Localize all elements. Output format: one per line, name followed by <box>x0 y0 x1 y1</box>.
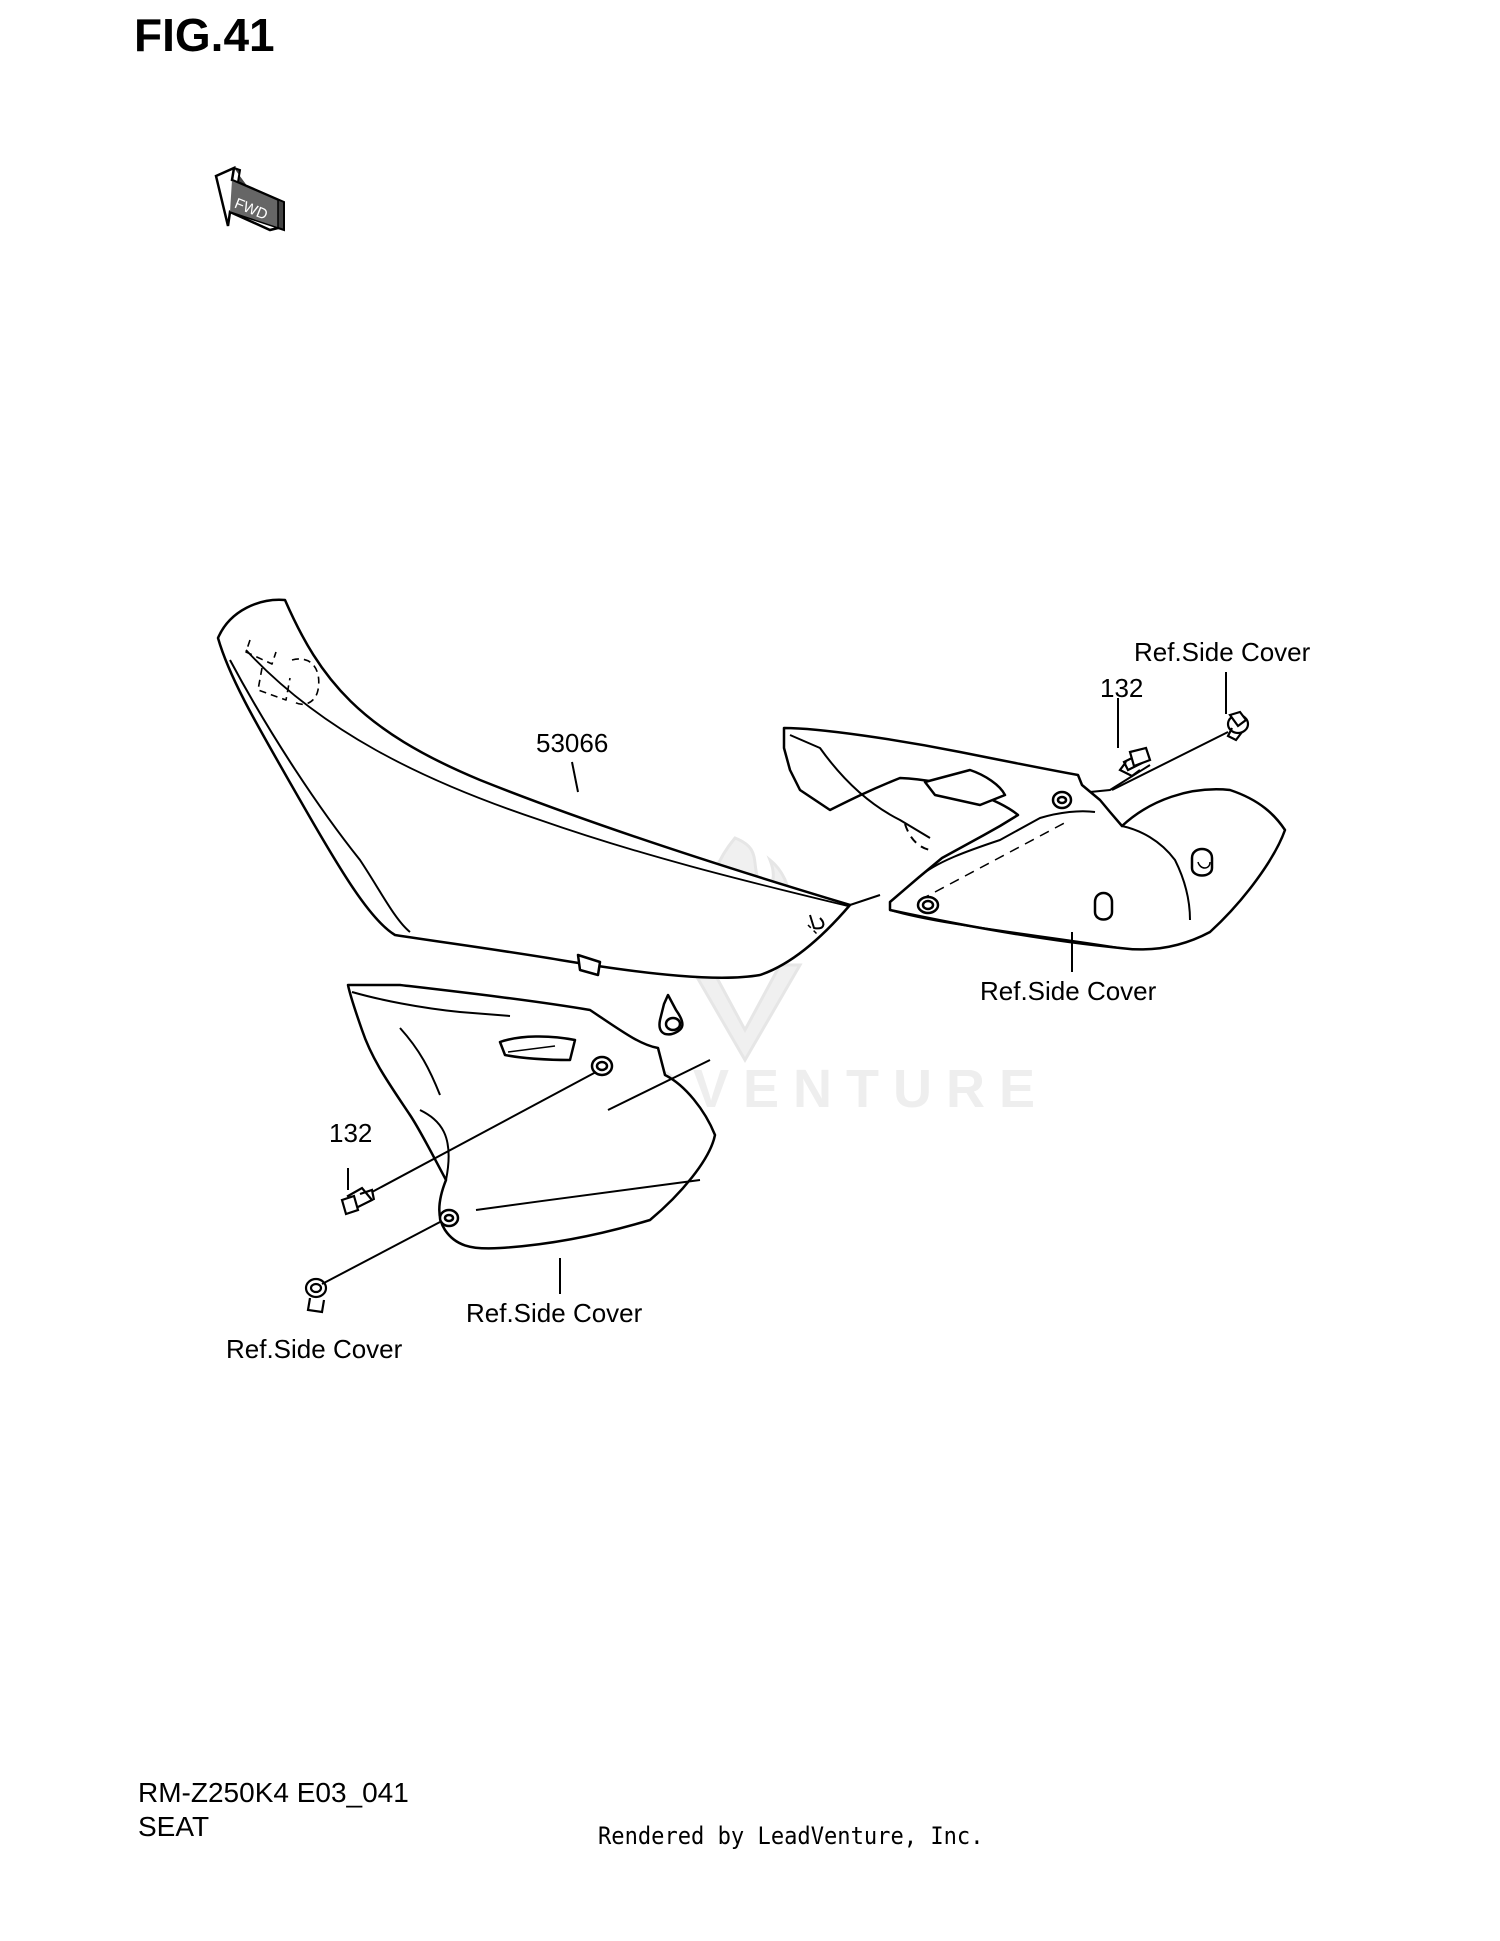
callout-screw-132-left: 132 <box>329 1118 373 1148</box>
bolt-ref-right <box>1226 710 1250 742</box>
seat-part <box>216 598 852 1036</box>
model-code: RM-Z250K4 E03_041 <box>138 1777 409 1808</box>
screw-132-left <box>340 1186 376 1216</box>
callout-ref-side-cover-left-lower: Ref.Side Cover <box>466 1298 643 1328</box>
section-name: SEAT <box>138 1811 210 1842</box>
rendered-by-credit: Rendered by LeadVenture, Inc. <box>598 1822 984 1850</box>
figure-title: FIG.41 <box>134 9 275 61</box>
bolt-ref-left <box>304 1277 328 1314</box>
callout-ref-side-cover-left-bottom: Ref.Side Cover <box>226 1334 403 1364</box>
callout-ref-side-cover-right-lower: Ref.Side Cover <box>980 976 1157 1006</box>
right-side-cover <box>782 726 1287 951</box>
leader-lines <box>321 672 1229 1294</box>
left-side-cover <box>346 983 717 1250</box>
fwd-arrow-icon <box>214 165 285 232</box>
screw-132-right <box>1118 746 1152 778</box>
callout-screw-132-right: 132 <box>1100 673 1144 703</box>
callout-seat-53066: 53066 <box>536 728 609 758</box>
callout-ref-side-cover-top-right: Ref.Side Cover <box>1134 637 1311 667</box>
